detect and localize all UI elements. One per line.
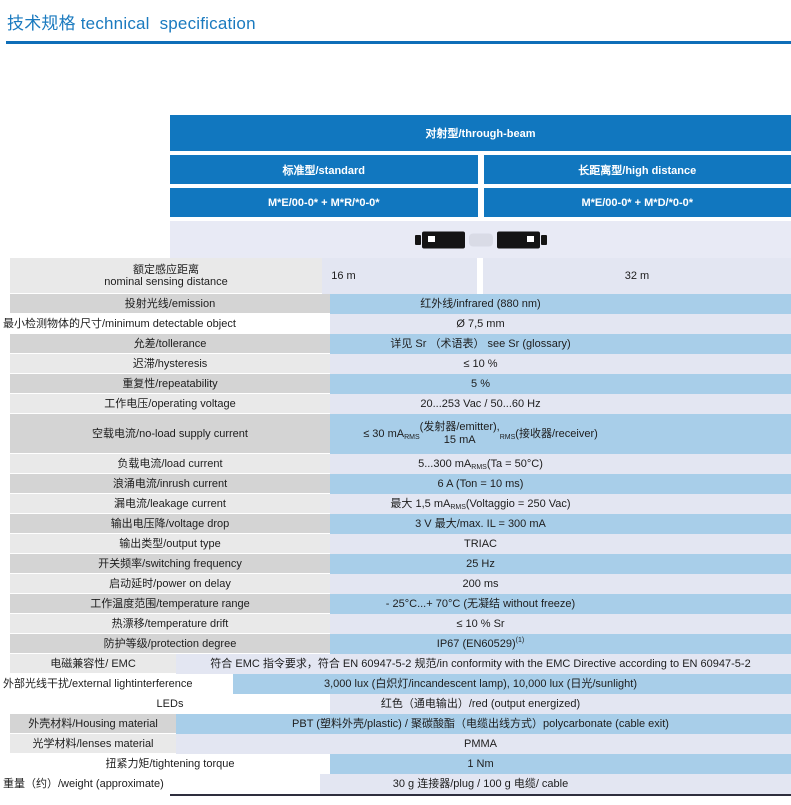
spec-label: 迟滞/hysteresis <box>10 354 330 374</box>
spec-row: 详见 Sr （术语表） see Sr (glossary)允差/tolleran… <box>0 334 791 354</box>
column-header-high-distance: 长距离型/high distance <box>483 155 791 184</box>
through-beam-emitter-receiver-icon <box>414 231 547 248</box>
page-title: 技术规格 technical specification <box>0 0 791 34</box>
table-column-headers: 标准型/standard 长距离型/high distance <box>170 155 791 184</box>
spec-label: 防护等级/protection degree <box>10 634 330 654</box>
spec-label: 重量（约）/weight (approximate) <box>0 774 320 794</box>
spec-label: 扭紧力矩/tightening torque <box>10 754 330 774</box>
spec-label: LEDs <box>10 694 330 714</box>
title-underline <box>6 41 791 44</box>
spec-label: 工作温度范围/temperature range <box>10 594 330 614</box>
spec-label: 输出电压降/voltage drop <box>10 514 330 534</box>
spec-label: 投射光线/emission <box>10 294 330 314</box>
page-title-en: technical specification <box>80 14 256 33</box>
spec-row: 符合 EMC 指令要求，符合 EN 60947-5-2 规范/in confor… <box>0 654 791 674</box>
spec-row: 5 %重复性/repeatability <box>0 374 791 394</box>
spec-label: 负载电流/load current <box>10 454 330 474</box>
sensor-image-band <box>170 221 791 258</box>
spec-label: 工作电压/operating voltage <box>10 394 330 414</box>
table-group-header: 对射型/through-beam <box>170 115 791 151</box>
spec-label: 电磁兼容性/ EMC <box>10 654 176 674</box>
spec-label: 空载电流/no-load supply current <box>10 414 330 454</box>
spec-value: PBT (塑料外壳/plastic) / 聚碳酸酯（电缆出线方式）polycar… <box>170 714 791 734</box>
spec-label: 开关频率/switching frequency <box>10 554 330 574</box>
spec-label: 外部光线干扰/external lightinterference <box>0 674 233 694</box>
spec-label: 漏电流/leakage current <box>10 494 330 514</box>
page-title-zh: 技术规格 <box>7 14 76 33</box>
spec-row: 6 A (Ton = 10 ms)浪涌电流/inrush current <box>0 474 791 494</box>
spec-row-nominal-sensing-distance: 16 m 32 m 额定感应距离 nominal sensing distanc… <box>0 258 791 294</box>
spec-value: 3,000 lux (白炽灯/incandescent lamp), 10,00… <box>170 674 791 694</box>
spec-row: 红外线/infrared (880 nm)投射光线/emission <box>0 294 791 314</box>
spec-row: 红色（通电输出）/red (output energized)LEDs <box>0 694 791 714</box>
spec-row: IP67 (EN60529) (1)防护等级/protection degree <box>0 634 791 654</box>
spec-label: 额定感应距离 nominal sensing distance <box>10 258 322 294</box>
spec-row: - 25°C...+ 70°C (无凝结 without freeze)工作温度… <box>0 594 791 614</box>
model-high-distance: M*E/00-0* + M*D/*0-0* <box>483 188 791 217</box>
spec-label: 输出类型/output type <box>10 534 330 554</box>
spec-value-high-distance: 32 m <box>483 258 791 294</box>
spec-label: 光学材料/lenses material <box>10 734 176 754</box>
spec-label: 重复性/repeatability <box>10 374 330 394</box>
spec-row: 3,000 lux (白炽灯/incandescent lamp), 10,00… <box>0 674 791 694</box>
table-bottom-border <box>170 794 791 796</box>
spec-label: 允差/tollerance <box>10 334 330 354</box>
spec-row: PBT (塑料外壳/plastic) / 聚碳酸酯（电缆出线方式）polycar… <box>0 714 791 734</box>
column-header-standard: 标准型/standard <box>170 155 478 184</box>
model-standard: M*E/00-0* + M*R/*0-0* <box>170 188 478 217</box>
spec-row: ≤ 10 %迟滞/hysteresis <box>0 354 791 374</box>
spec-label: 启动延时/power on delay <box>10 574 330 594</box>
spec-label: 外壳材料/Housing material <box>10 714 176 734</box>
spec-value: PMMA <box>170 734 791 754</box>
spec-value: 符合 EMC 指令要求，符合 EN 60947-5-2 规范/in confor… <box>170 654 791 674</box>
spec-label: 最小检测物体的尺寸/minimum detectable object <box>0 314 330 334</box>
spec-value: 30 g 连接器/plug / 100 g 电缆/ cable <box>170 774 791 794</box>
table-model-row: M*E/00-0* + M*R/*0-0* M*E/00-0* + M*D/*0… <box>170 188 791 217</box>
specification-table: 对射型/through-beam 标准型/standard 长距离型/high … <box>0 115 791 796</box>
spec-label: 热漂移/temperature drift <box>10 614 330 634</box>
spec-label: 浪涌电流/inrush current <box>10 474 330 494</box>
